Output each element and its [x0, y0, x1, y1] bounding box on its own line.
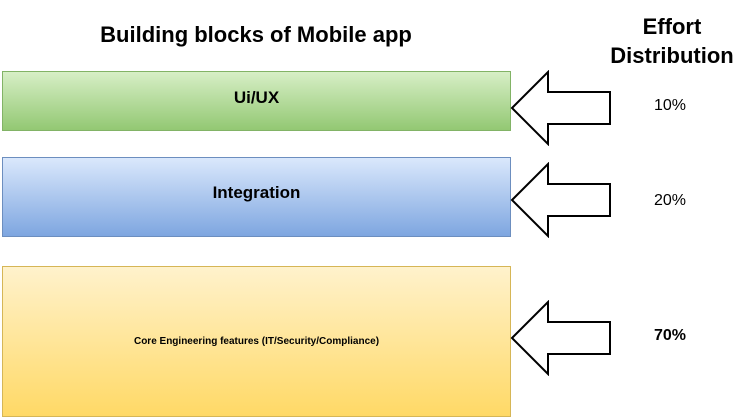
uiux-block-label: Ui/UX	[233, 88, 280, 107]
integration-block-label: Integration	[212, 183, 301, 202]
core-engineering-block-label: Core Engineering features (IT/Security/C…	[133, 336, 380, 347]
integration-left-arrow-icon	[510, 162, 613, 238]
integration-effort-percent: 20%	[653, 192, 687, 209]
diagram-title: Building blocks of Mobile app	[100, 22, 412, 47]
core-effort-percent: 70%	[653, 327, 687, 344]
effort-heading-line2: Distribution	[610, 43, 734, 68]
effort-distribution-heading: Effort Distribution	[596, 12, 748, 70]
effort-heading-line1: Effort	[642, 14, 702, 39]
uiux-effort-percent: 10%	[653, 97, 687, 114]
core-left-arrow-icon	[510, 300, 613, 376]
uiux-block: Ui/UX	[2, 71, 511, 131]
uiux-left-arrow-icon	[510, 70, 613, 146]
core-engineering-block: Core Engineering features (IT/Security/C…	[2, 266, 511, 417]
integration-block: Integration	[2, 157, 511, 237]
